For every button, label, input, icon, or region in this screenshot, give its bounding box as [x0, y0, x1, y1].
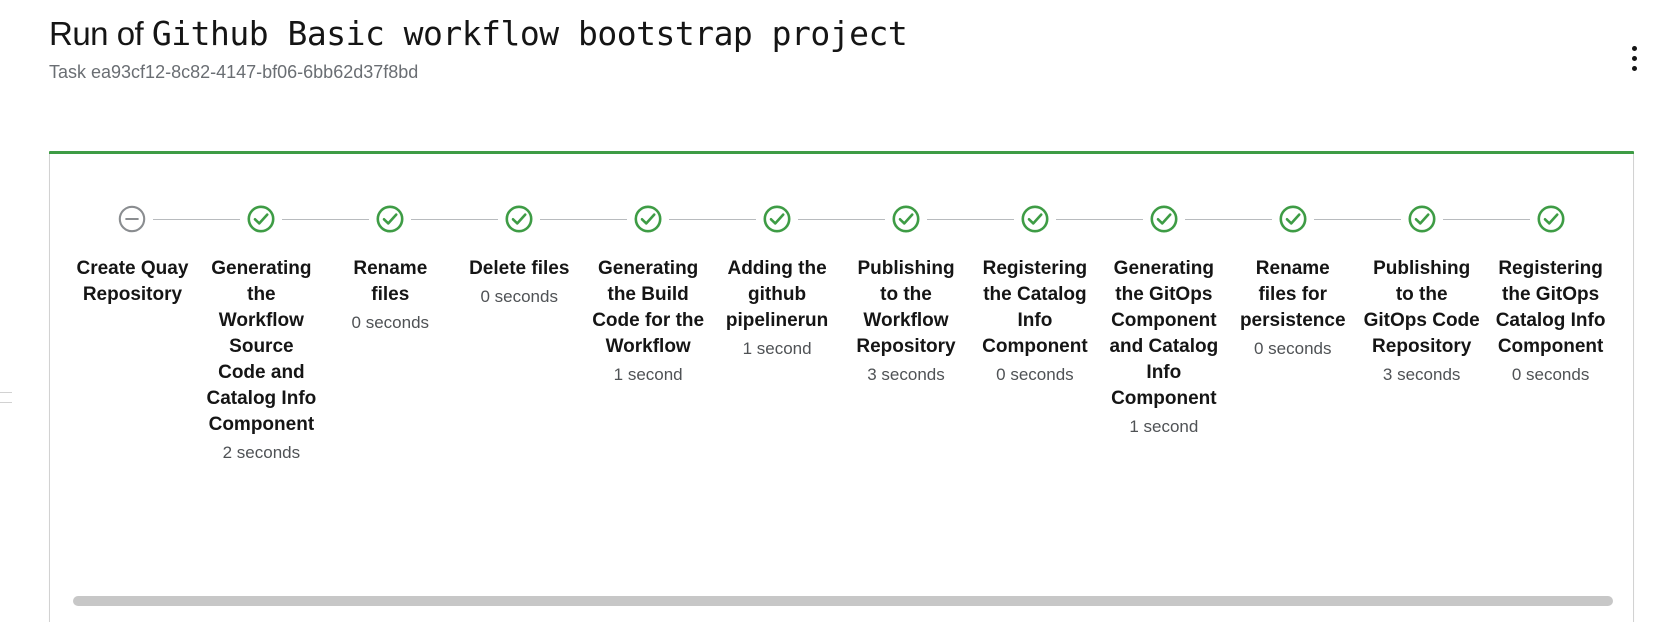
step-connector-row: [1228, 202, 1358, 236]
step-duration: 1 second: [742, 339, 812, 358]
step-connector-line: [1099, 219, 1143, 220]
step-duration: 0 seconds: [480, 287, 558, 306]
page-header: Run of Github Basic workflow bootstrap p…: [49, 14, 1666, 84]
step-label: Rename files: [353, 258, 428, 305]
kebab-menu-button[interactable]: [1616, 34, 1652, 82]
step-label: Rename files for persistence: [1239, 258, 1346, 331]
step-label: Publishing to the Workflow Repository: [856, 258, 956, 357]
step-connector-row: [68, 202, 197, 236]
step-connector-row: [1099, 202, 1229, 236]
check-circle-icon[interactable]: [1148, 204, 1179, 234]
step-duration: 1 second: [1129, 417, 1199, 436]
check-circle-icon[interactable]: [633, 204, 664, 234]
page-title-prefix: Run of: [49, 15, 152, 52]
check-circle-icon[interactable]: [1277, 204, 1308, 234]
stepper-step[interactable]: Publishing to the Workflow Repository 3 s…: [841, 202, 971, 388]
card-status-accent-bar: [49, 151, 1634, 156]
step-connector-line: [153, 219, 197, 220]
check-circle-icon[interactable]: [375, 204, 406, 234]
step-connector-line: [1228, 219, 1272, 220]
step-connector-line: [325, 219, 370, 220]
kebab-dot-icon: [1631, 55, 1637, 61]
kebab-dot-icon: [1631, 65, 1637, 71]
step-connector-row: [841, 202, 971, 236]
step-connector-line: [841, 219, 885, 220]
check-circle-icon[interactable]: [1406, 204, 1437, 234]
step-connector-line: [1184, 219, 1229, 220]
step-connector-line: [970, 219, 1014, 220]
workflow-stepper: Create Quay Repository Generating the Wor…: [50, 154, 1633, 466]
stepper-step[interactable]: Rename files 0 seconds: [325, 202, 455, 336]
step-label: Registering the Catalog Info Component: [982, 258, 1088, 357]
stepper-step[interactable]: Registering the GitOps Catalog Info Comp…: [1486, 202, 1615, 388]
step-label: Registering the GitOps Catalog Info Comp…: [1495, 258, 1606, 357]
step-label: Generating the GitOps Component and Cata…: [1109, 258, 1219, 409]
step-label: Generating the Workflow Source Code and …: [206, 258, 317, 435]
step-connector-line: [454, 219, 499, 220]
check-circle-icon[interactable]: [1535, 204, 1566, 234]
step-duration: 2 seconds: [222, 443, 301, 462]
gutter-divider: [0, 402, 12, 403]
step-duration: 3 seconds: [1382, 365, 1461, 384]
check-circle-icon[interactable]: [890, 204, 921, 234]
step-label: Publishing to the GitOps Code Repository: [1363, 258, 1480, 357]
step-connector-row: [325, 202, 455, 236]
step-connector-row: [970, 202, 1100, 236]
step-connector-row: [1486, 202, 1615, 236]
step-connector-line: [926, 219, 971, 220]
check-circle-icon[interactable]: [246, 204, 277, 234]
step-duration: 1 second: [613, 365, 683, 384]
step-connector-line: [712, 219, 757, 220]
step-label: Create Quay Repository: [76, 258, 189, 305]
step-connector-line: [1486, 219, 1530, 220]
step-duration: 3 seconds: [867, 365, 945, 384]
stepper-step[interactable]: Delete files 0 seconds: [454, 202, 584, 310]
stepper-step[interactable]: Adding the github pipelinerun 1 second: [712, 202, 842, 362]
step-label: Delete files: [469, 258, 570, 279]
step-label: Adding the github pipelinerun: [725, 258, 829, 331]
step-connector-line: [1055, 219, 1100, 220]
page-title-workflow-name: Github Basic workflow bootstrap project: [151, 14, 908, 53]
stepper-scroll-area[interactable]: Create Quay Repository Generating the Wor…: [50, 154, 1633, 622]
step-duration: 0 seconds: [351, 313, 430, 332]
stepper-step[interactable]: Generating the GitOps Component and Cata…: [1099, 202, 1229, 440]
check-circle-icon[interactable]: [504, 204, 535, 234]
step-label: Generating the Build Code for the Workfl…: [592, 258, 705, 357]
step-connector-row: [583, 202, 713, 236]
kebab-dot-icon: [1631, 45, 1637, 51]
step-connector-line: [411, 219, 455, 220]
step-connector-row: [1357, 202, 1487, 236]
step-duration: 0 seconds: [1511, 365, 1590, 384]
step-connector-row: [712, 202, 842, 236]
stepper-step[interactable]: Generating the Build Code for the Workfl…: [583, 202, 713, 388]
step-connector-line: [1357, 219, 1401, 220]
task-id-subtitle: Task ea93cf12-8c82-4147-bf06-6bb62d37f8b…: [49, 62, 419, 82]
check-circle-icon[interactable]: [762, 204, 793, 234]
stepper-step[interactable]: Create Quay Repository: [68, 202, 197, 308]
gutter-divider: [0, 392, 12, 393]
step-connector-line: [282, 219, 326, 220]
stepper-step[interactable]: Generating the Workflow Source Code and …: [196, 202, 326, 466]
stepper-step[interactable]: Rename files for persistence 0 seconds: [1228, 202, 1358, 362]
step-connector-row: [454, 202, 584, 236]
step-connector-line: [1313, 219, 1358, 220]
check-circle-icon[interactable]: [1019, 204, 1050, 234]
scrollbar-thumb[interactable]: [73, 596, 1613, 606]
stepper-step[interactable]: Registering the Catalog Info Component 0 …: [970, 202, 1100, 388]
step-connector-line: [1442, 219, 1487, 220]
step-connector-line: [798, 219, 842, 220]
stepper-step[interactable]: Publishing to the GitOps Code Repository…: [1357, 202, 1487, 388]
step-connector-row: [196, 202, 326, 236]
minus-circle-icon[interactable]: [117, 204, 148, 234]
workflow-progress-card: Create Quay Repository Generating the Wor…: [49, 154, 1634, 622]
step-connector-line: [196, 219, 241, 220]
page-title: Run of Github Basic workflow bootstrap p…: [49, 14, 1666, 54]
step-connector-line: [540, 219, 584, 220]
horizontal-scrollbar[interactable]: [73, 596, 1613, 606]
step-duration: 0 seconds: [1254, 339, 1332, 358]
step-connector-line: [583, 219, 628, 220]
step-connector-line: [669, 219, 713, 220]
step-duration: 0 seconds: [996, 365, 1074, 384]
